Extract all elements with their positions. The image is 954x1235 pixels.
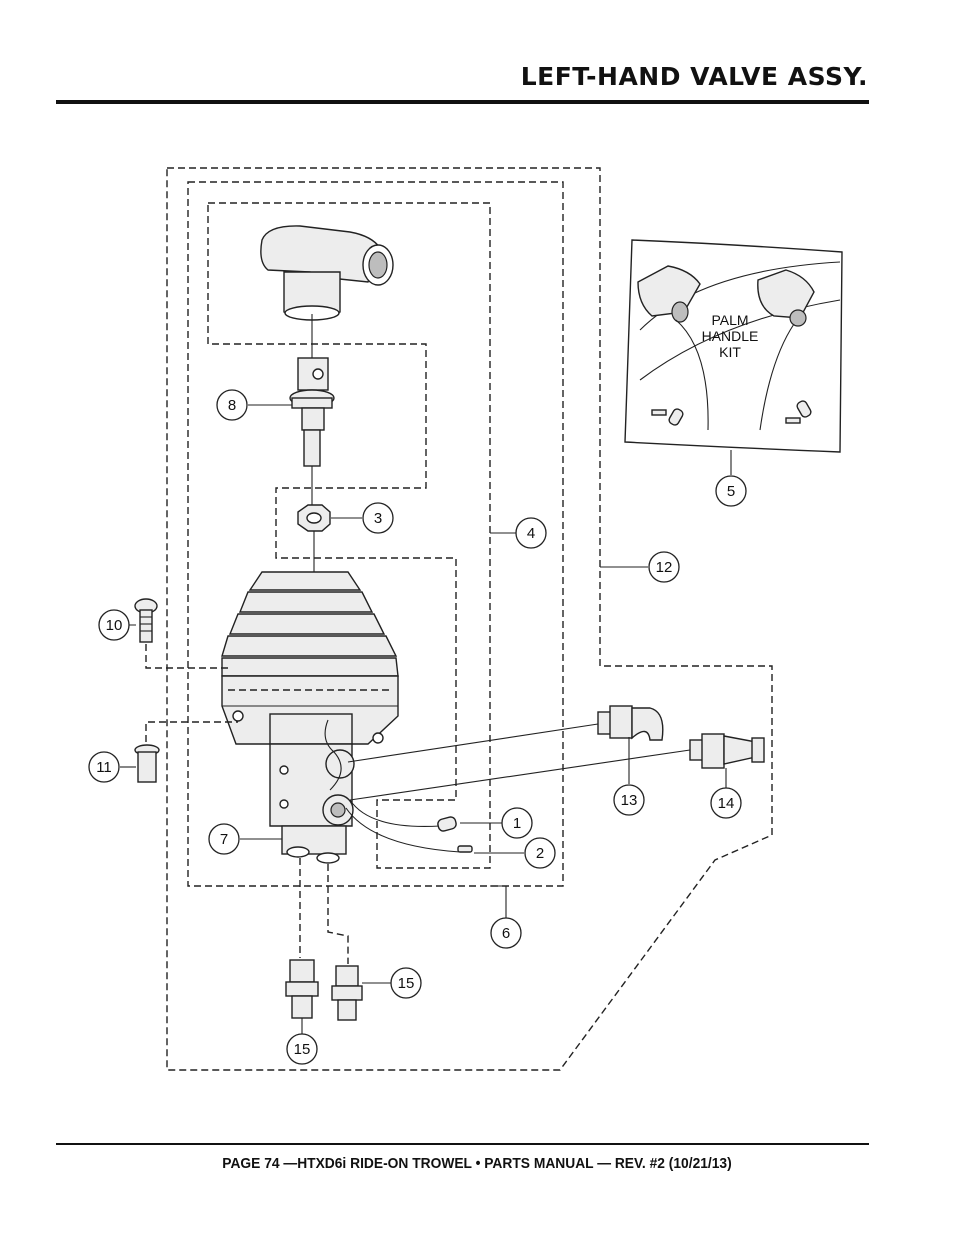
rubber-boot bbox=[221, 571, 399, 677]
kit-label-line-1: PALM bbox=[711, 312, 748, 328]
bolt-part-10 bbox=[134, 598, 158, 643]
leader-lines bbox=[116, 404, 732, 1034]
palm-handle-kit-part-5: PALM HANDLE KIT bbox=[624, 239, 843, 453]
callout-15-right: 15 bbox=[390, 967, 422, 999]
boundary-6 bbox=[187, 181, 564, 887]
svg-text:12: 12 bbox=[656, 559, 673, 576]
wire-harness bbox=[345, 799, 473, 853]
callout-5: 5 bbox=[715, 475, 747, 507]
valve-body-part-7 bbox=[269, 713, 355, 864]
callout-7: 7 bbox=[208, 823, 240, 855]
header-rule bbox=[56, 100, 869, 104]
kit-label-line-3: KIT bbox=[719, 344, 741, 360]
callout-11: 11 bbox=[88, 751, 120, 783]
angled-fitting-part-14 bbox=[689, 733, 765, 769]
svg-text:15: 15 bbox=[294, 1041, 311, 1058]
stem-part-8 bbox=[289, 357, 335, 505]
boundary-4 bbox=[207, 202, 491, 869]
callout-3: 3 bbox=[362, 502, 394, 534]
kit-label-line-2: HANDLE bbox=[702, 328, 759, 344]
rivet-part-11 bbox=[134, 744, 160, 783]
palm-handle bbox=[260, 225, 394, 358]
callout-8: 8 bbox=[216, 389, 248, 421]
boundary-12 bbox=[166, 167, 773, 1071]
callout-10: 10 bbox=[98, 609, 130, 641]
svg-text:15: 15 bbox=[398, 975, 415, 992]
callout-1: 1 bbox=[501, 807, 533, 839]
valve-base-plate bbox=[221, 675, 399, 745]
svg-text:11: 11 bbox=[96, 759, 112, 776]
callout-4: 4 bbox=[515, 517, 547, 549]
svg-text:6: 6 bbox=[502, 925, 510, 942]
page-footer: PAGE 74 —HTXD6i RIDE-ON TROWEL • PARTS M… bbox=[222, 1155, 732, 1172]
svg-text:13: 13 bbox=[621, 792, 638, 809]
callout-12: 12 bbox=[648, 551, 680, 583]
svg-text:10: 10 bbox=[106, 617, 123, 634]
callout-6: 6 bbox=[490, 917, 522, 949]
hex-nipple-part-15 bbox=[285, 959, 363, 1021]
hex-nut-part-3 bbox=[297, 504, 331, 572]
elbow-fitting-part-13 bbox=[597, 705, 664, 741]
svg-text:8: 8 bbox=[228, 397, 236, 414]
svg-text:3: 3 bbox=[374, 510, 382, 527]
callout-14: 14 bbox=[710, 787, 742, 819]
callout-13: 13 bbox=[613, 784, 645, 816]
callout-2: 2 bbox=[524, 837, 556, 869]
svg-text:4: 4 bbox=[527, 525, 535, 542]
svg-text:1: 1 bbox=[513, 815, 521, 832]
svg-text:14: 14 bbox=[718, 795, 735, 812]
svg-text:5: 5 bbox=[727, 483, 735, 500]
svg-text:2: 2 bbox=[536, 845, 544, 862]
callout-15-bottom: 15 bbox=[286, 1033, 318, 1065]
svg-text:7: 7 bbox=[220, 831, 228, 848]
footer-rule bbox=[56, 1143, 869, 1145]
page-title: LEFT-HAND VALVE ASSY. bbox=[520, 62, 868, 91]
